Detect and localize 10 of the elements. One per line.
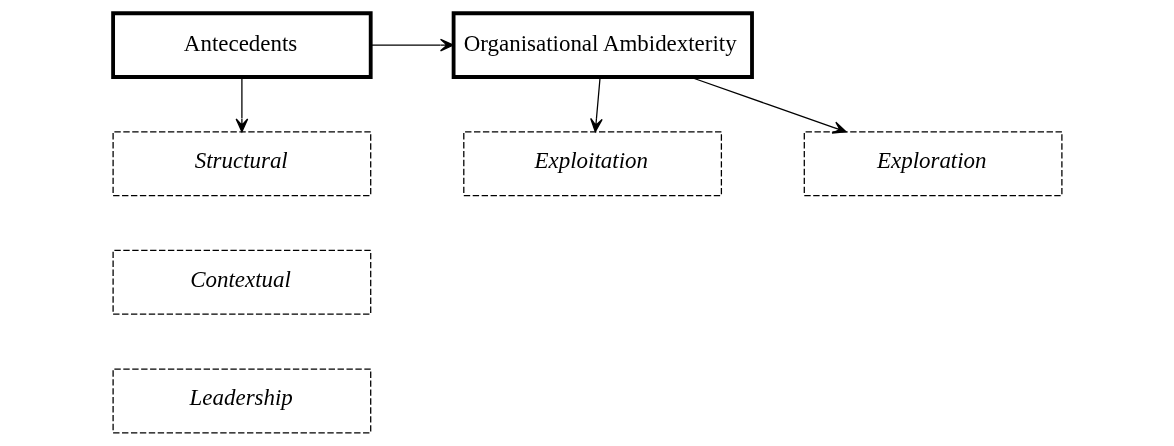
node-box: Organisational Ambidexterity bbox=[451, 11, 754, 79]
node-box: Antecedents bbox=[110, 11, 373, 79]
arrow bbox=[235, 76, 248, 133]
node-box: Contextual bbox=[111, 249, 371, 315]
node-box: Leadership bbox=[111, 368, 371, 434]
arrow bbox=[589, 76, 603, 133]
arrow bbox=[369, 38, 454, 52]
node-box: Exploration bbox=[803, 131, 1063, 197]
node-box: Structural bbox=[111, 131, 371, 197]
node-box: Exploitation bbox=[462, 131, 722, 197]
